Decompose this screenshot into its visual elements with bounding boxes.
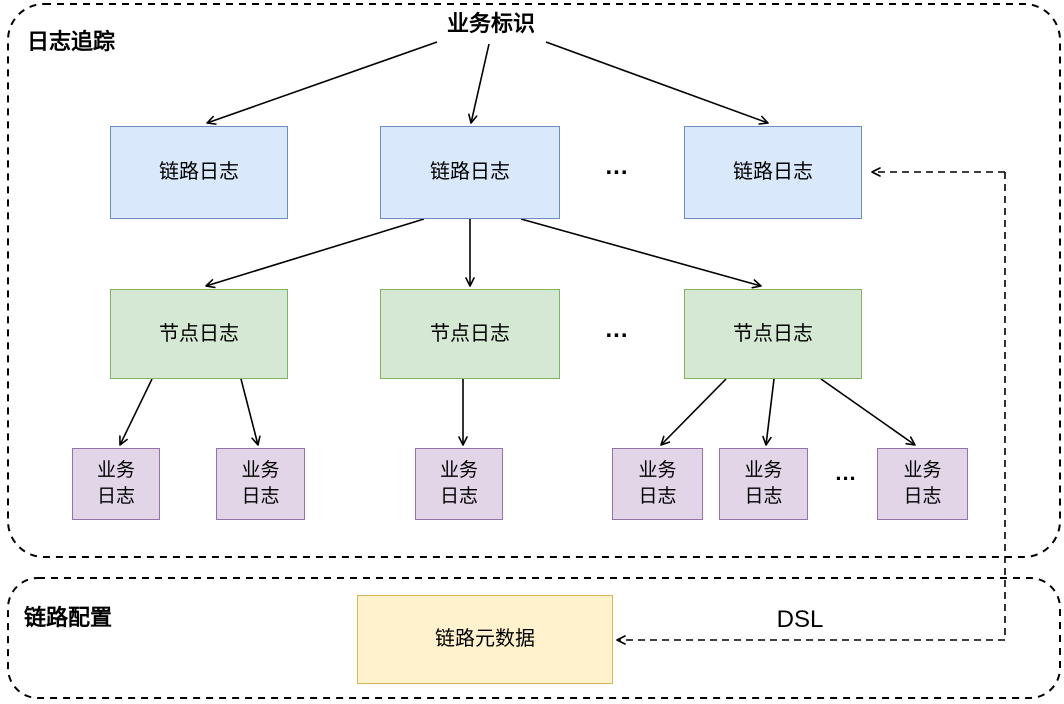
log-tracing-label: 日志追踪 [27,29,116,54]
business-log-node-4: 业务 日志 [612,448,703,520]
business-log-node-3: 业务 日志 [415,448,503,520]
trace-log-node-3: 链路日志 [684,126,862,219]
link-metadata-node: 链路元数据 [357,595,613,684]
edge-title-to-trace2 [468,43,490,124]
edge-trace2-to-node1 [205,218,425,289]
node-row-ellipsis: ... [605,316,629,343]
edge-title-to-trace3 [545,41,769,125]
edge-title-to-trace1 [206,41,438,125]
node-log-node-1: 节点日志 [110,289,288,379]
trace-log-node-1: 链路日志 [110,126,288,219]
business-log-node-5: 业务 日志 [719,448,808,520]
trace-log-node-2: 链路日志 [380,126,560,219]
node-log-node-3: 节点日志 [684,289,862,379]
business-log-node-1: 业务 日志 [72,448,160,520]
edge-node1-to-biz2 [240,378,261,446]
edge-node3-to-biz5 [762,378,775,446]
node-log-node-2: 节点日志 [380,289,560,379]
business-log-node-6: 业务 日志 [877,448,968,520]
edge-node1-to-biz1 [119,378,153,446]
link-config-label: 链路配置 [24,605,113,630]
edge-node3-to-biz4 [660,378,727,446]
diagram-title: 业务标识 [446,11,535,36]
dsl-label: DSL [776,606,824,633]
edge-trace2-to-node3 [520,218,762,289]
edge-node3-to-biz6 [820,378,916,446]
business-log-node-2: 业务 日志 [216,448,305,520]
business-row-ellipsis: ... [835,460,857,485]
trace-row-ellipsis: ... [605,153,629,180]
